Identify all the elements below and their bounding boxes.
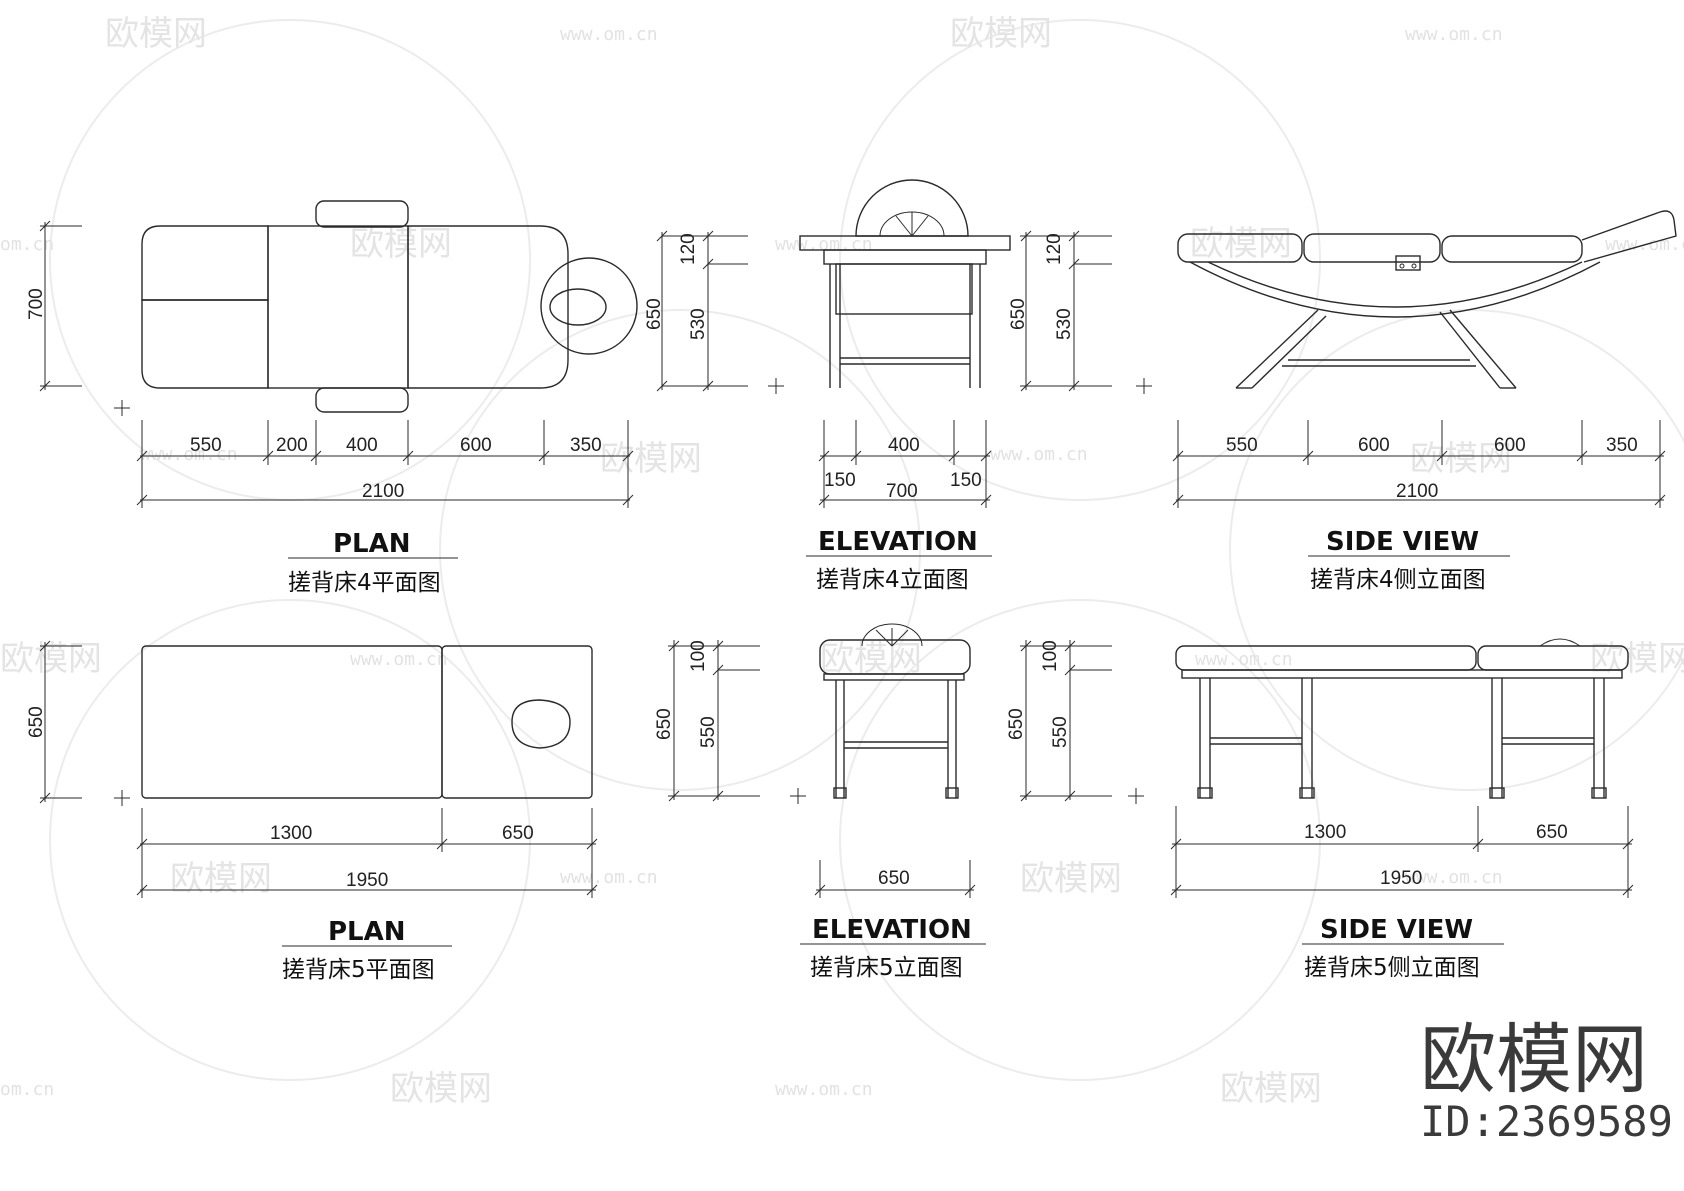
side5-subtitle: 搓背床5侧立面图 xyxy=(1304,955,1480,981)
side4-dim-total: 2100 xyxy=(1396,481,1438,502)
watermark-brand: 欧模网 xyxy=(600,439,702,479)
watermark-brand: 欧模网 xyxy=(350,224,452,264)
elev5-title: ELEVATION xyxy=(812,915,972,945)
elev4-dim-top: 400 xyxy=(888,435,920,456)
watermark-layer: 欧模网 欧模网 欧模网 欧模网 欧模网 欧模网 欧模网 欧模网 欧模网 欧模网 … xyxy=(0,14,1684,1109)
side4-dim-4: 350 xyxy=(1606,435,1638,456)
plan-5-drawing: 1300 650 1950 650 PLAN 搓背床5平面图 xyxy=(26,640,598,983)
elev5-dim-pad: 100 xyxy=(688,640,709,672)
watermark-url: www.om.cn xyxy=(350,649,448,670)
plan4-dim-2: 200 xyxy=(276,435,308,456)
watermark-brand: 欧模网 xyxy=(820,639,922,679)
side4-subtitle: 搓背床4侧立面图 xyxy=(1310,567,1486,593)
side4-dim-3: 600 xyxy=(1494,435,1526,456)
watermark-brand: 欧模网 xyxy=(1020,859,1122,899)
plan5-dim-1: 1300 xyxy=(270,823,312,844)
watermark-url: www.om.cn xyxy=(140,444,238,465)
elev5-dim-base-r: 550 xyxy=(1050,716,1071,748)
side4-title: SIDE VIEW xyxy=(1326,527,1479,557)
side-view-5-drawing: 1300 650 1950 SIDE VIEW 搓背床5侧立面图 xyxy=(1170,638,1634,981)
side5-dim-1: 1300 xyxy=(1304,822,1346,843)
crosshair xyxy=(1136,378,1152,394)
plan4-dim-width: 700 xyxy=(26,288,47,320)
crosshair xyxy=(790,788,806,804)
side5-dim-total: 1950 xyxy=(1380,868,1422,889)
elev4-dim-mid: 700 xyxy=(886,481,918,502)
elevation-4-drawing: 650 120 530 650 120 530 400 150 700 150 … xyxy=(644,179,1152,593)
watermark-url: www.om.cn xyxy=(1405,867,1503,888)
elev5-dim-width: 650 xyxy=(878,868,910,889)
watermark-url: www.om.cn xyxy=(560,24,658,45)
plan4-dim-1: 550 xyxy=(190,435,222,456)
plan4-dim-3: 400 xyxy=(346,435,378,456)
elev5-subtitle: 搓背床5立面图 xyxy=(810,955,963,981)
crosshair xyxy=(114,790,130,806)
elev5-dim-height-r: 650 xyxy=(1006,708,1027,740)
watermark-brand: 欧模网 xyxy=(105,14,207,54)
plan5-dim-2: 650 xyxy=(502,823,534,844)
watermark-brand: 欧模网 xyxy=(170,859,272,899)
watermark-url: www.om.cn xyxy=(1195,649,1293,670)
elev4-dim-left: 150 xyxy=(824,470,856,491)
elev5-dim-height: 650 xyxy=(654,708,675,740)
watermark-url: www.om.cn xyxy=(1405,24,1503,45)
side5-dim-2: 650 xyxy=(1536,822,1568,843)
elev4-dim-right: 150 xyxy=(950,470,982,491)
plan4-dim-total: 2100 xyxy=(362,481,404,502)
elev4-dim-base-r: 530 xyxy=(1054,308,1075,340)
watermark-url: www.om.cn xyxy=(560,867,658,888)
side-view-4-drawing: 550 600 600 350 2100 SIDE VIEW 搓背床4侧立面图 xyxy=(1172,210,1677,593)
plan-4-drawing: 550 200 400 600 350 2100 700 PLAN 搓背床4平面… xyxy=(26,200,638,596)
elev4-dim-pad: 120 xyxy=(678,233,699,265)
plan5-dim-total: 1950 xyxy=(346,870,388,891)
plan5-dim-width: 650 xyxy=(26,706,47,738)
plan4-dim-5: 350 xyxy=(570,435,602,456)
brand-watermark: 欧模网 ID:2369589 xyxy=(1420,1015,1673,1146)
plan4-dim-4: 600 xyxy=(460,435,492,456)
side4-dim-2: 600 xyxy=(1358,435,1390,456)
brand-logo-text: 欧模网 xyxy=(1420,1015,1648,1104)
plan4-subtitle: 搓背床4平面图 xyxy=(288,570,441,596)
watermark-brand: 欧模网 xyxy=(1590,639,1684,679)
elev4-dim-base: 530 xyxy=(688,308,709,340)
side5-title: SIDE VIEW xyxy=(1320,915,1473,945)
elev4-title: ELEVATION xyxy=(818,527,978,557)
plan5-title: PLAN xyxy=(328,917,406,947)
crosshair xyxy=(1128,788,1144,804)
plan4-title: PLAN xyxy=(333,529,411,559)
watermark-brand: 欧模网 xyxy=(0,639,102,679)
watermark-brand: 欧模网 xyxy=(390,1069,492,1109)
watermark-brand: 欧模网 xyxy=(950,14,1052,54)
elev4-dim-height-r: 650 xyxy=(1008,298,1029,330)
watermark-url-short: om.cn xyxy=(0,234,54,255)
elev5-dim-base: 550 xyxy=(698,716,719,748)
elev4-subtitle: 搓背床4立面图 xyxy=(816,567,969,593)
crosshair xyxy=(114,400,130,416)
watermark-url: www.om.cn xyxy=(775,1079,873,1100)
crosshair xyxy=(768,378,784,394)
watermark-brand: 欧模网 xyxy=(1410,439,1512,479)
elev4-dim-height: 650 xyxy=(644,298,665,330)
watermark-brand: 欧模网 xyxy=(1220,1069,1322,1109)
model-id: ID:2369589 xyxy=(1420,1097,1673,1146)
watermark-url-short: om.cn xyxy=(0,1079,54,1100)
elev5-dim-pad-r: 100 xyxy=(1040,640,1061,672)
elev4-dim-pad-r: 120 xyxy=(1044,233,1065,265)
plan5-subtitle: 搓背床5平面图 xyxy=(282,957,435,983)
watermark-url: www.om.cn xyxy=(990,444,1088,465)
watermark-brand: 欧模网 xyxy=(1190,224,1292,264)
elevation-5-drawing: 650 100 550 650 100 550 650 ELEVATION 搓背… xyxy=(654,623,1144,981)
side4-dim-1: 550 xyxy=(1226,435,1258,456)
